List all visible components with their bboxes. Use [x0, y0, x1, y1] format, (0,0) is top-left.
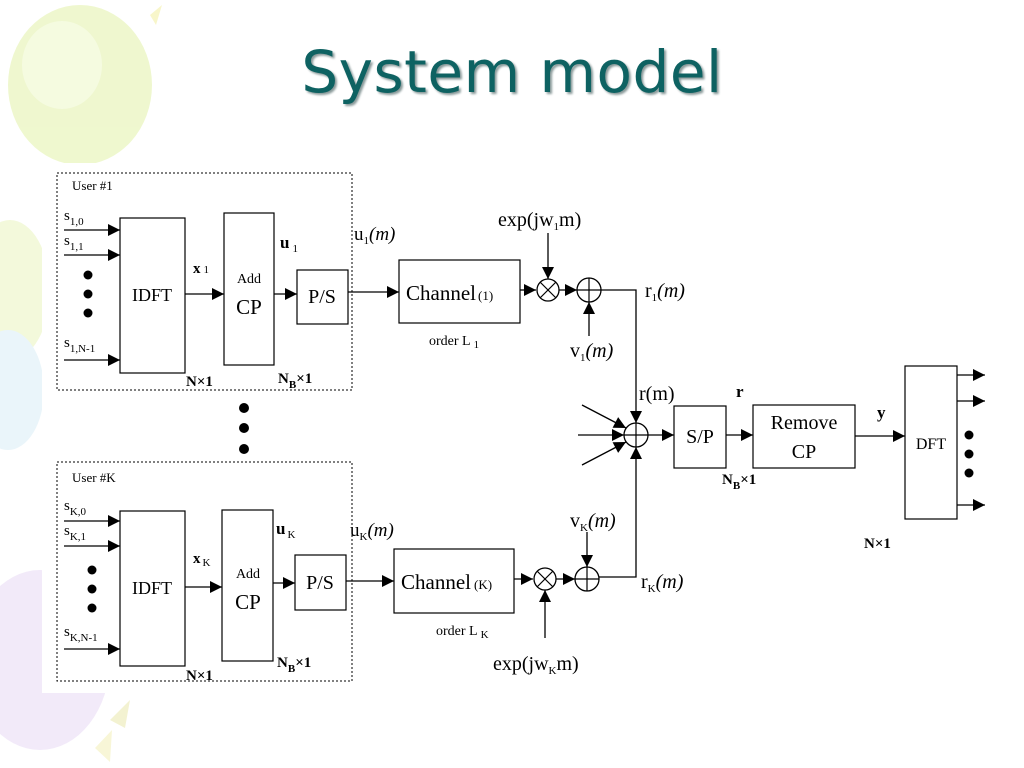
user1-input-label-1: s1,1: [64, 233, 84, 253]
user1-ps-block: [296, 269, 349, 325]
sp-dim-nb: NB×1: [722, 472, 756, 492]
userK-group-label: User #K: [72, 470, 116, 485]
user1-mixer: [536, 278, 560, 302]
dft-dim-n: N×1: [864, 536, 891, 552]
user1-add-cp-block: [223, 212, 275, 366]
userK-add-cp-block: [221, 509, 274, 662]
userK-ps-label: P/S: [306, 572, 334, 594]
userK-r-line: [599, 447, 642, 578]
receiver-r-sum-label: r(m): [639, 383, 675, 405]
userK-mixer: [533, 567, 557, 591]
user1-r-label: r1(m): [645, 280, 685, 304]
receiver-r-vec-label: r: [736, 382, 744, 401]
userK-idft-block: [119, 510, 186, 667]
user1-add-label: Add: [237, 272, 261, 287]
userK-v-label: vK(m): [570, 510, 616, 534]
userK-dim-nb: NB×1: [277, 655, 311, 675]
userK-u-m-label: uK(m): [350, 520, 394, 543]
user1-dim-n: N×1: [186, 374, 213, 390]
user1-ellipsis-dot: [83, 289, 93, 299]
dft-label: DFT: [916, 436, 946, 453]
userK-input-label-1: sK,1: [64, 523, 86, 543]
remove-cp-block: [752, 404, 856, 469]
user1-input-label-0: s1,0: [64, 208, 84, 228]
userK-add-label: Add: [236, 567, 260, 582]
other-user-arrow: [581, 404, 627, 429]
userK-input-label-2: sK,N-1: [64, 624, 98, 644]
user1-group-label: User #1: [72, 178, 113, 193]
user1-u-m-label: u1(m): [354, 224, 395, 247]
userK-ellipsis-dot: [87, 603, 97, 613]
user1-dim-nb: NB×1: [278, 371, 312, 391]
userK-input-label-0: sK,0: [64, 498, 87, 518]
dft-output-ellipsis-dot: [964, 468, 974, 478]
userK-r-label: rK(m): [641, 571, 684, 595]
userK-ps-block: [294, 554, 347, 611]
balloon-decoration-top-left: [8, 5, 162, 165]
user1-channel-block: [398, 259, 521, 324]
userK-adder: [574, 566, 600, 592]
balloon-decoration-left: [0, 220, 50, 450]
user1-ellipsis-dot: [83, 308, 93, 318]
userK-ellipsis-dot: [87, 584, 97, 594]
user1-ps-label: P/S: [308, 286, 336, 308]
dft-output-ellipsis-dot: [964, 430, 974, 440]
user1-cp-label: CP: [236, 295, 262, 319]
user1-exp-label: exp(jw1m): [498, 209, 581, 233]
user1-adder: [576, 277, 602, 303]
receiver-sum-node: [623, 422, 649, 448]
receiver-y-label: y: [877, 403, 886, 422]
user1-r-line: [601, 289, 642, 423]
sp-block: [673, 405, 727, 469]
other-user-arrow: [581, 441, 627, 466]
userK-channel-block: [393, 548, 515, 614]
userK-idft-label: IDFT: [132, 578, 172, 598]
user1-ellipsis-dot: [83, 270, 93, 280]
user1-v-label: v1(m): [570, 340, 614, 364]
user1-idft-block: [119, 217, 186, 374]
receiver: r(m) S/P NB×1 r Remove CP y DFT N×1: [578, 365, 985, 552]
dft-output-ellipsis-dot: [964, 449, 974, 459]
users-ellipsis: [239, 403, 249, 454]
user1-idft-label: IDFT: [132, 285, 172, 305]
userK-ellipsis-dot: [87, 565, 97, 575]
userK-channel-label: Channel(K): [401, 570, 492, 594]
dft-block: [904, 365, 958, 520]
user1-input-label-2: s1,N-1: [64, 335, 95, 355]
userK-cp-label: CP: [235, 590, 261, 614]
remove-cp-label: CP: [792, 441, 816, 463]
userK-group-box: [56, 461, 353, 682]
sp-label: S/P: [686, 426, 714, 448]
remove-label: Remove: [771, 412, 838, 434]
userK-exp-label: exp(jwKm): [493, 653, 579, 677]
user1-channel-label: Channel(1): [406, 281, 493, 305]
slide-title: System model: [301, 38, 723, 106]
userK-dim-n: N×1: [186, 668, 213, 684]
